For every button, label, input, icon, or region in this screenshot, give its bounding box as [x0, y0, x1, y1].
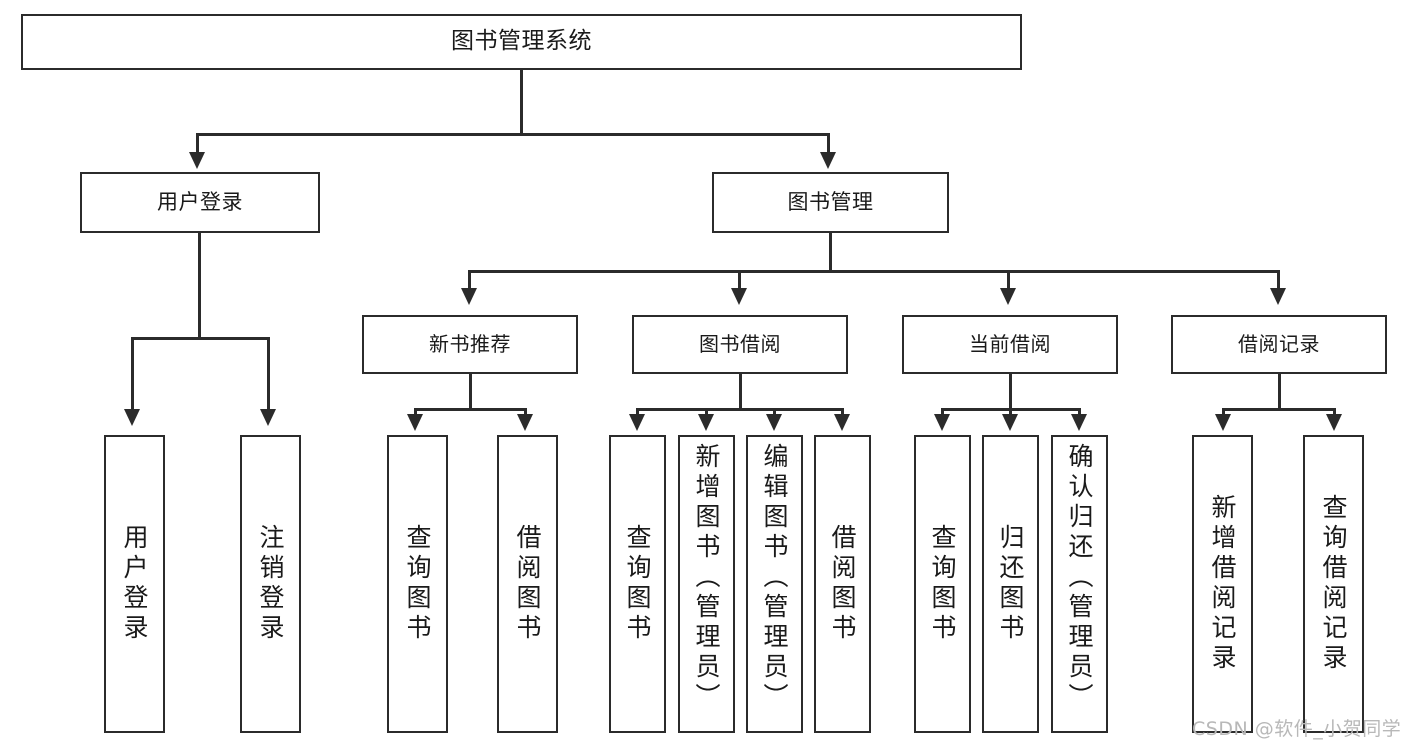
- arrow-to-book-management: [820, 152, 836, 169]
- node-label: 图书管理: [787, 190, 874, 215]
- connector-br-drop-2: [1333, 408, 1336, 416]
- leaf-label: 查询图书: [928, 524, 957, 644]
- connector-user-login-bus: [131, 337, 270, 340]
- arrow-to-leaf-query-borrow-record: [1326, 414, 1342, 431]
- node-new-book-recommend[interactable]: 新书推荐: [362, 315, 578, 374]
- arrow-to-leaf-logout: [260, 409, 276, 426]
- connector-root-bus: [196, 133, 829, 136]
- leaf-label: 查询借阅记录: [1319, 494, 1348, 674]
- node-label: 图书借阅: [699, 331, 781, 356]
- leaf-label: 用户登录: [120, 524, 149, 644]
- leaf-confirm-return-admin[interactable]: 确认归还（管理员）: [1051, 435, 1108, 733]
- leaf-query-book-cb[interactable]: 查询图书: [914, 435, 971, 733]
- leaf-label: 借阅图书: [513, 524, 542, 644]
- connector-root-drop-left: [196, 133, 199, 155]
- node-book-borrow[interactable]: 图书借阅: [632, 315, 848, 374]
- leaf-edit-book-admin[interactable]: 编辑图书（管理员）: [746, 435, 803, 733]
- leaf-label: 查询图书: [623, 524, 652, 644]
- connector-bm-drop-2: [738, 270, 741, 290]
- arrow-to-leaf-query-book-nbr: [407, 414, 423, 431]
- leaf-label: 新增图书（管理员）: [692, 443, 721, 713]
- node-label: 图书管理系统: [451, 28, 592, 55]
- connector-bb-stem: [739, 374, 742, 411]
- leaf-query-borrow-record[interactable]: 查询借阅记录: [1303, 435, 1364, 733]
- leaf-label: 归还图书: [996, 524, 1025, 644]
- node-book-management[interactable]: 图书管理: [712, 172, 949, 233]
- connector-bm-drop-3: [1007, 270, 1010, 290]
- connector-book-management-stem: [829, 233, 832, 273]
- node-borrow-record[interactable]: 借阅记录: [1171, 315, 1387, 374]
- leaf-return-book[interactable]: 归还图书: [982, 435, 1039, 733]
- connector-cb-drop-3: [1078, 408, 1081, 416]
- arrow-to-leaf-return-book: [1002, 414, 1018, 431]
- leaf-borrow-book-nbr[interactable]: 借阅图书: [497, 435, 558, 733]
- connector-cb-stem: [1009, 374, 1012, 411]
- leaf-add-borrow-record[interactable]: 新增借阅记录: [1192, 435, 1253, 733]
- connector-user-login-drop-2: [267, 337, 270, 412]
- connector-bb-drop-1: [636, 408, 639, 416]
- node-user-login[interactable]: 用户登录: [80, 172, 320, 233]
- node-label: 当前借阅: [969, 331, 1051, 356]
- leaf-query-book-bb[interactable]: 查询图书: [609, 435, 666, 733]
- leaf-query-book-nbr[interactable]: 查询图书: [387, 435, 448, 733]
- arrow-to-new-book-recommend: [461, 288, 477, 305]
- leaf-label: 借阅图书: [828, 524, 857, 644]
- connector-br-bus: [1222, 408, 1336, 411]
- leaf-user-login[interactable]: 用户登录: [104, 435, 165, 733]
- arrow-to-leaf-borrow-book-bb: [834, 414, 850, 431]
- leaf-label: 确认归还（管理员）: [1065, 443, 1094, 713]
- connector-nbr-bus: [414, 408, 527, 411]
- arrow-to-leaf-borrow-book-nbr: [517, 414, 533, 431]
- leaf-logout[interactable]: 注销登录: [240, 435, 301, 733]
- arrow-to-leaf-add-book: [698, 414, 714, 431]
- arrow-to-leaf-user-login: [124, 409, 140, 426]
- leaf-label: 编辑图书（管理员）: [760, 443, 789, 713]
- connector-nbr-stem: [469, 374, 472, 411]
- arrow-to-borrow-record: [1270, 288, 1286, 305]
- connector-root-stem: [520, 70, 523, 135]
- arrow-to-leaf-query-book-cb: [934, 414, 950, 431]
- arrow-to-leaf-edit-book: [766, 414, 782, 431]
- leaf-borrow-book-bb[interactable]: 借阅图书: [814, 435, 871, 733]
- connector-bb-drop-2: [705, 408, 708, 416]
- connector-bb-drop-4: [841, 408, 844, 416]
- connector-br-drop-1: [1222, 408, 1225, 416]
- leaf-label: 查询图书: [403, 524, 432, 644]
- connector-br-stem: [1278, 374, 1281, 411]
- connector-cb-drop-1: [941, 408, 944, 416]
- arrow-to-book-borrow: [731, 288, 747, 305]
- connector-user-login-drop-1: [131, 337, 134, 412]
- connector-cb-drop-2: [1009, 408, 1012, 416]
- connector-bm-drop-4: [1277, 270, 1280, 290]
- node-label: 借阅记录: [1238, 331, 1320, 356]
- connector-bm-drop-1: [468, 270, 471, 290]
- connector-book-management-bus: [468, 270, 1280, 273]
- connector-bb-drop-3: [773, 408, 776, 416]
- connector-root-drop-right: [827, 133, 830, 155]
- arrow-to-leaf-confirm-return: [1071, 414, 1087, 431]
- leaf-label: 新增借阅记录: [1208, 494, 1237, 674]
- node-label: 新书推荐: [429, 331, 511, 356]
- arrow-to-leaf-add-borrow-record: [1215, 414, 1231, 431]
- connector-user-login-stem: [198, 233, 201, 339]
- arrow-to-user-login: [189, 152, 205, 169]
- node-label: 用户登录: [157, 190, 243, 215]
- leaf-label: 注销登录: [256, 524, 285, 644]
- leaf-add-book-admin[interactable]: 新增图书（管理员）: [678, 435, 735, 733]
- arrow-to-current-borrow: [1000, 288, 1016, 305]
- connector-bb-bus: [636, 408, 844, 411]
- node-current-borrow[interactable]: 当前借阅: [902, 315, 1118, 374]
- node-root-book-management-system[interactable]: 图书管理系统: [21, 14, 1022, 70]
- connector-nbr-drop-1: [414, 408, 417, 416]
- arrow-to-leaf-query-book-bb: [629, 414, 645, 431]
- connector-nbr-drop-2: [524, 408, 527, 416]
